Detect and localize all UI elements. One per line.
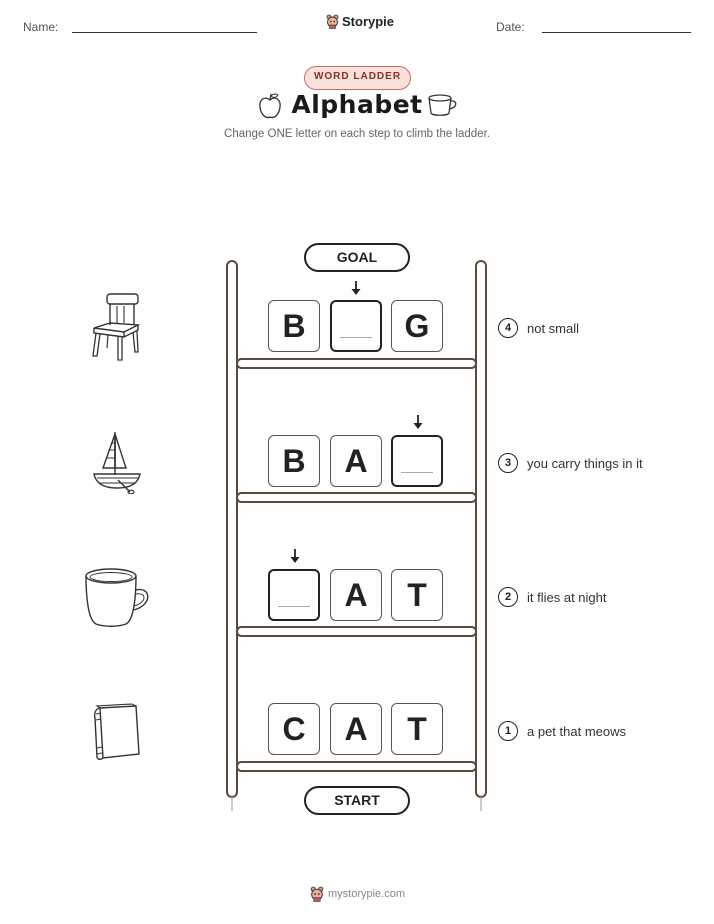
book-icon — [93, 703, 140, 761]
date-label: Date: — [496, 20, 525, 34]
letter-tile: C — [268, 703, 320, 755]
letter-tile: A — [330, 569, 382, 621]
apple-icon — [259, 93, 281, 119]
clue-row-4: 4 not small — [498, 318, 579, 338]
step-number: 1 — [498, 721, 518, 741]
clue-row-2: 2 it flies at night — [498, 587, 607, 607]
blank-letter-tile[interactable] — [391, 435, 443, 487]
arrow-down-icon — [413, 415, 423, 429]
clue-row-3: 3 you carry things in it — [498, 453, 643, 473]
teacup-icon — [428, 94, 457, 116]
step-number: 3 — [498, 453, 518, 473]
brand-name: Storypie — [342, 14, 395, 29]
clue-row-1: 1 a pet that meows — [498, 721, 626, 741]
letter-tile: B — [268, 435, 320, 487]
blank-letter-tile[interactable] — [330, 300, 382, 352]
arrow-down-icon — [351, 281, 361, 295]
chair-icon — [92, 293, 141, 361]
letter-tile: A — [330, 703, 382, 755]
brand-logo: Storypie — [326, 14, 394, 29]
start-label: START — [304, 786, 410, 815]
name-label: Name: — [23, 20, 59, 34]
name-field[interactable] — [72, 32, 257, 33]
letter-tile: A — [330, 435, 382, 487]
ladder-frame — [226, 260, 487, 811]
storypie-mascot-icon — [310, 886, 324, 902]
footer-url[interactable]: mystorypie.com — [328, 888, 406, 900]
clue-text: you carry things in it — [527, 455, 643, 471]
step-number: 2 — [498, 587, 518, 607]
letter-tile: B — [268, 300, 320, 352]
blank-letter-tile[interactable] — [268, 569, 320, 621]
boat-icon — [93, 432, 141, 494]
word-ladder-badge: WORD LADDER — [304, 66, 411, 90]
clue-text: not small — [527, 320, 580, 336]
cup-icon — [85, 568, 149, 627]
arrow-down-icon — [290, 549, 300, 563]
instructions: Change ONE letter on each step to climb … — [224, 128, 490, 140]
letter-tile: T — [391, 703, 443, 755]
footer-brand: mystorypie.com — [310, 886, 405, 902]
letter-tile: T — [391, 569, 443, 621]
goal-label: GOAL — [304, 243, 410, 272]
storypie-mascot-icon — [326, 14, 339, 29]
date-field[interactable] — [542, 32, 691, 33]
page-title: Alphabet — [291, 90, 423, 119]
letter-tile: G — [391, 300, 443, 352]
step-number: 4 — [498, 318, 518, 338]
clue-text: a pet that meows — [527, 723, 626, 739]
clue-text: it flies at night — [527, 589, 607, 605]
